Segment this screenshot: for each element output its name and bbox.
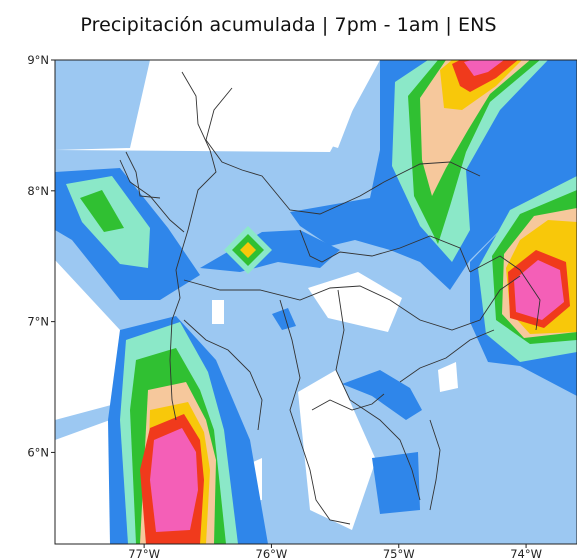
coastline-urabá	[169, 71, 217, 421]
precip-band-magenta-northeast	[464, 60, 504, 76]
precip-band-magenta-east	[514, 260, 564, 320]
lon-tick-label: 76°W	[256, 547, 288, 559]
precip-band-light-blue-upper	[55, 60, 150, 150]
precip-band-blue-patch	[272, 308, 296, 330]
longitude-axis: 77°W 76°W 75°W 74°W	[128, 544, 542, 559]
lat-tick-label: 8°N	[27, 184, 49, 198]
dept-border-6	[399, 329, 495, 383]
dry-area-south	[298, 370, 376, 530]
dry-area-center	[308, 272, 402, 332]
dept-border-3	[335, 289, 421, 501]
precipitation-field	[55, 60, 577, 544]
dry-area-small-2	[438, 362, 458, 392]
lat-tick-label: 7°N	[27, 315, 49, 329]
map-frame	[54, 59, 577, 545]
lon-tick-label: 74°W	[510, 547, 542, 559]
lon-tick-label: 75°W	[383, 547, 415, 559]
lon-tick-label: 77°W	[128, 547, 160, 559]
dry-area-west-strip	[55, 260, 130, 420]
dry-area-north	[150, 60, 372, 148]
dept-border-1	[183, 275, 521, 331]
dept-border-10	[469, 255, 541, 331]
precip-band-green-west	[80, 190, 124, 232]
precip-band-blue-southeast	[372, 452, 420, 514]
dept-border-7	[311, 393, 385, 411]
latitude-axis: 9°N 8°N 7°N 6°N	[27, 53, 55, 459]
precip-band-yellow-diamond	[240, 242, 256, 258]
border-lines	[119, 71, 541, 525]
dept-border-9	[429, 419, 441, 511]
dept-border-8	[125, 151, 161, 199]
dept-border-4	[183, 319, 263, 431]
coastline-gulf	[119, 159, 185, 233]
map-title: Precipitación acumulada | 7pm - 1am | EN…	[80, 14, 497, 36]
precip-band-magenta-southwest	[150, 428, 198, 532]
dept-border-5	[299, 229, 471, 273]
precip-band-blue-river	[342, 370, 422, 420]
dept-border-2	[279, 299, 351, 525]
lat-tick-label: 6°N	[27, 445, 49, 459]
dry-area-southwest	[55, 420, 120, 544]
dry-area-small-3	[212, 300, 224, 324]
lat-tick-label: 9°N	[27, 53, 49, 67]
coastline-north	[205, 87, 481, 215]
